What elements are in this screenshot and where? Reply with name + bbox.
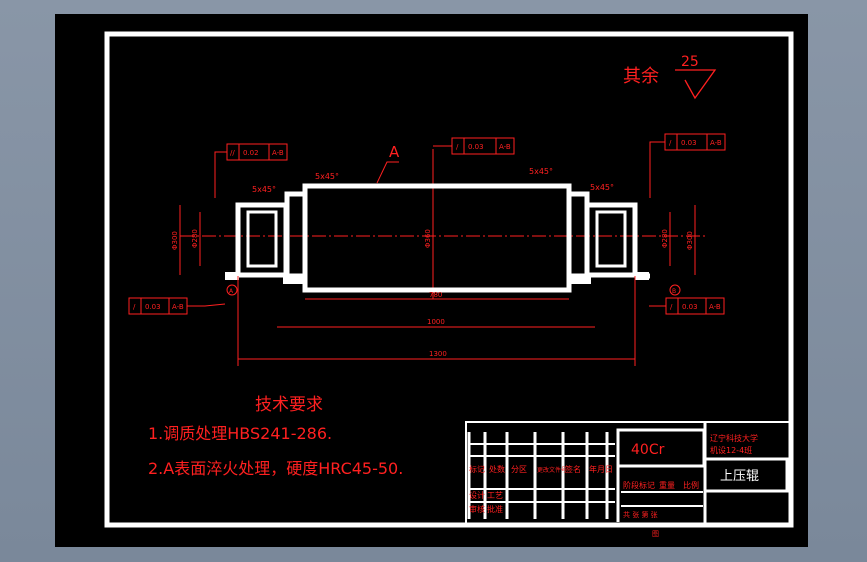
note-item-1: 1.调质处理HBS241-286. (148, 424, 332, 443)
header-cell-1: 标记 (469, 464, 485, 474)
tol-5-value: 0.03 (682, 303, 698, 311)
roughness-value: 25 (681, 54, 699, 70)
tol-2-value: 0.03 (468, 143, 484, 151)
tol-1-sym: // (230, 149, 235, 157)
header-cell-5: 签名 (565, 464, 581, 474)
dim-len-total: 1300 (429, 350, 447, 358)
chamfer-label-1: 5x45° (252, 185, 276, 194)
tol-1-value: 0.02 (243, 149, 259, 157)
tol-4-value: 0.03 (145, 303, 161, 311)
datum-a-circle-icon (226, 284, 238, 296)
roughness-symbol-icon (675, 69, 717, 100)
datum-label: A (389, 143, 400, 161)
dim-len-mid: 1000 (427, 318, 445, 326)
header-cell-6: 年月日 (589, 464, 613, 474)
scale-cell-2: 重量 (659, 480, 675, 490)
header-cell-2: 处数 (489, 464, 505, 474)
design-cell-2: 审核 (469, 504, 485, 514)
shaft-small-marks (225, 272, 649, 284)
material-label: 40Cr (631, 442, 665, 458)
scale-cell-3: 比例 (683, 480, 699, 490)
dim-len-body: 780 (429, 291, 442, 299)
school-line-1: 辽宁科技大学 (710, 433, 758, 443)
title-block: 40Cr 辽宁科技大学 机设12-4班 上压辊 标记 处数 分区 更改文件号 签… (465, 421, 792, 538)
tol-3-datum: A-B (710, 139, 722, 147)
notes-heading: 技术要求 (255, 395, 323, 415)
dim-d-left2: Φ280 (191, 229, 199, 248)
dimension-lines (179, 205, 696, 366)
dim-d-body: Φ360 (424, 229, 432, 248)
tol-5-datum: A-B (709, 303, 721, 311)
chamfer-label-3: 5x45° (529, 167, 553, 176)
tol-4-datum: A-B (172, 303, 184, 311)
dim-d-right: Φ300 (686, 231, 694, 250)
scale-cell-1: 阶段标记 (623, 480, 655, 490)
tol-3-sym: / (669, 139, 672, 147)
tol-2-sym: / (456, 143, 459, 151)
school-line-2: 机设12-4班 (710, 445, 752, 455)
datum-b-text: B (672, 288, 676, 295)
inner-frame (104, 31, 794, 528)
datum-b-circle-icon (669, 284, 681, 296)
part-name: 上压辊 (720, 469, 759, 484)
drawing-canvas: 其余 25 (104, 31, 794, 538)
design-cell-4: 批准 (487, 504, 503, 514)
drawing-sheet[interactable]: 其余 25 (55, 14, 808, 547)
shaft-outline (225, 183, 650, 293)
design-cell-3: 工艺 (487, 491, 503, 500)
sheet-label: 图 (652, 530, 659, 538)
design-cell-1: 设计 (469, 490, 485, 500)
tol-2-datum: A-B (499, 143, 511, 151)
dim-d-left: Φ300 (171, 231, 179, 250)
tol-3-value: 0.03 (681, 139, 697, 147)
datum-a-text: A (229, 288, 234, 295)
surface-note: 其余 (623, 66, 659, 87)
chamfer-label-2: 5x45° (315, 172, 339, 181)
tolerance-frames (128, 133, 726, 315)
header-cell-4: 更改文件号 (537, 466, 567, 474)
datum-leader (376, 161, 399, 184)
note-item-2: 2.A表面淬火处理，硬度HRC45-50. (148, 459, 403, 478)
tol-5-sym: / (670, 303, 673, 311)
tol-1-datum: A-B (272, 149, 284, 157)
dim-d-right2: Φ280 (661, 229, 669, 248)
chamfer-label-4: 5x45° (590, 183, 614, 192)
tol-4-sym: / (133, 303, 136, 311)
header-cell-3: 分区 (511, 465, 527, 474)
sheet-info: 共 张 第 张 (623, 510, 658, 519)
